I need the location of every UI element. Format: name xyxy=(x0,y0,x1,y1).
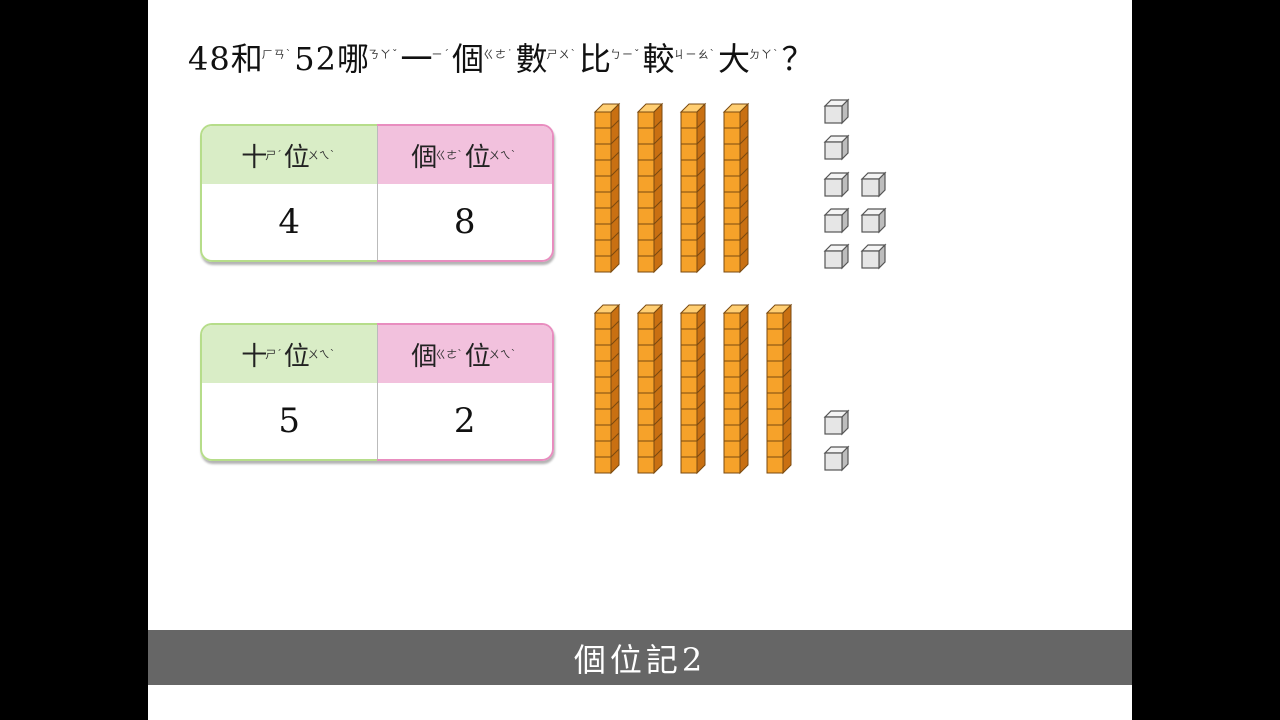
q-part: ？ xyxy=(781,40,815,78)
ten-rod xyxy=(679,303,707,475)
table-values: 5 2 xyxy=(202,383,552,459)
q-part: 較ㄐㄧㄠˋ xyxy=(642,40,717,78)
unit-cube xyxy=(860,207,887,234)
ones-value: 8 xyxy=(453,202,476,242)
unit-cube xyxy=(823,445,850,472)
ten-rod xyxy=(722,102,750,274)
q-part: 48和ㄏㄢˋ xyxy=(188,40,293,78)
subtitle-bar: 個位記2 xyxy=(148,630,1132,685)
table-values: 4 8 xyxy=(202,184,552,260)
question-title: 48和ㄏㄢˋ52哪ㄋㄚˇ一ㄧˊ個ㄍㄜ˙數ㄕㄨˋ比ㄅㄧˇ較ㄐㄧㄠˋ大ㄉㄚˋ？ xyxy=(188,34,815,80)
ten-rod xyxy=(722,303,750,475)
unit-cube xyxy=(823,207,850,234)
q-part: 一ㄧˊ xyxy=(400,40,450,78)
unit-cube xyxy=(823,409,850,436)
unit-cube xyxy=(823,134,850,161)
q-part: 比ㄅㄧˇ xyxy=(579,40,641,78)
unit-cube xyxy=(860,243,887,270)
unit-cube xyxy=(823,171,850,198)
q-part: 大ㄉㄚˋ xyxy=(718,40,780,78)
ones-value: 2 xyxy=(453,401,476,441)
slide: 48和ㄏㄢˋ52哪ㄋㄚˇ一ㄧˊ個ㄍㄜ˙數ㄕㄨˋ比ㄅㄧˇ較ㄐㄧㄠˋ大ㄉㄚˋ？ 十ㄕ… xyxy=(148,0,1132,720)
unit-cube xyxy=(823,243,850,270)
q-part: 數ㄕㄨˋ xyxy=(515,40,578,78)
q-part: 個ㄍㄜ˙ xyxy=(451,40,514,78)
subtitle-text: 個位記2 xyxy=(573,640,707,679)
q-part: 52哪ㄋㄚˇ xyxy=(294,40,399,78)
ten-rod xyxy=(679,102,707,274)
ten-rod xyxy=(593,303,621,475)
ten-rod xyxy=(636,303,664,475)
base-ten-blocks xyxy=(593,98,887,475)
tens-value: 5 xyxy=(202,383,378,459)
tens-value: 4 xyxy=(202,184,378,260)
ten-rod xyxy=(593,102,621,274)
ten-rod xyxy=(636,102,664,274)
unit-cube xyxy=(823,98,850,125)
unit-cube xyxy=(860,171,887,198)
ten-rod xyxy=(765,303,793,475)
